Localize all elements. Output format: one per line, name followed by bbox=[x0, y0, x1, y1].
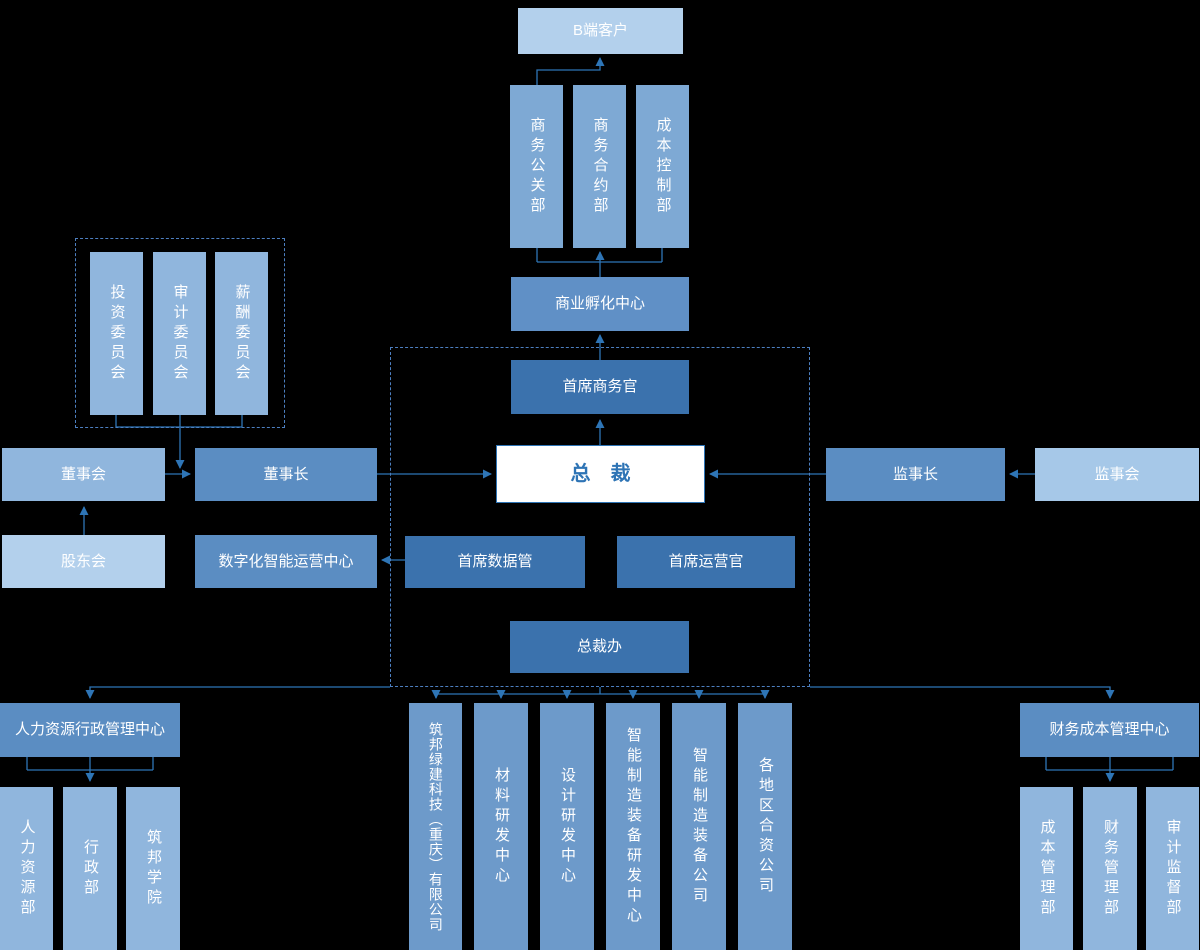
node-material-rd-center: 材料研发中心 bbox=[474, 703, 528, 950]
node-audit-supervision-dept: 审计监督部 bbox=[1146, 787, 1199, 950]
node-smart-equip-co: 智能制造装备公司 bbox=[672, 703, 726, 950]
node-admin-dept: 行政部 bbox=[63, 787, 117, 950]
node-hr-admin-center: 人力资源行政管理中心 bbox=[0, 703, 180, 757]
node-cost-control: 成本控制部 bbox=[636, 85, 689, 248]
node-finance-cost-center: 财务成本管理中心 bbox=[1020, 703, 1199, 757]
node-compensation-committee: 薪酬委员会 bbox=[215, 252, 268, 415]
node-shareholders: 股东会 bbox=[2, 535, 165, 588]
node-design-rd-center: 设计研发中心 bbox=[540, 703, 594, 950]
node-cdo: 首席数据管 bbox=[405, 536, 585, 588]
node-digital-center: 数字化智能运营中心 bbox=[195, 535, 377, 588]
node-supervisor-chief: 监事长 bbox=[826, 448, 1005, 501]
node-president-office: 总裁办 bbox=[510, 621, 689, 673]
node-fin-mgmt-dept: 财务管理部 bbox=[1083, 787, 1137, 950]
node-audit-committee: 审计委员会 bbox=[153, 252, 206, 415]
arrow-to-finance-center bbox=[810, 686, 1115, 699]
node-board: 董事会 bbox=[2, 448, 165, 501]
node-supervisory-board: 监事会 bbox=[1035, 448, 1199, 501]
node-zb-academy: 筑邦学院 bbox=[126, 787, 180, 950]
node-coo: 首席运营官 bbox=[617, 536, 795, 588]
node-smart-equip-rd-center: 智能制造装备研发中心 bbox=[606, 703, 660, 950]
connector-lines-bottom-center bbox=[436, 687, 765, 695]
node-cost-mgmt-dept: 成本管理部 bbox=[1020, 787, 1073, 950]
node-green-tech-co: 筑邦绿建科技（重庆）有限公司 bbox=[409, 703, 462, 950]
arrow-to-b-client bbox=[536, 57, 605, 85]
node-invest-committee: 投资委员会 bbox=[90, 252, 143, 415]
node-chairman: 董事长 bbox=[195, 448, 377, 501]
node-incubation-center: 商业孵化中心 bbox=[511, 277, 689, 331]
node-regional-jv-co: 各地区合资公司 bbox=[738, 703, 792, 950]
node-b-client: B端客户 bbox=[518, 8, 683, 54]
node-president: 总 裁 bbox=[496, 445, 705, 503]
node-biz-pr: 商务公关部 bbox=[510, 85, 563, 248]
node-cbo: 首席商务官 bbox=[511, 360, 689, 414]
executive-group-frame bbox=[390, 347, 810, 687]
committees-group-frame bbox=[75, 238, 285, 428]
node-biz-contract: 商务合约部 bbox=[573, 85, 626, 248]
node-hr-dept: 人力资源部 bbox=[0, 787, 53, 950]
arrow-to-hr-admin-center bbox=[85, 686, 390, 699]
